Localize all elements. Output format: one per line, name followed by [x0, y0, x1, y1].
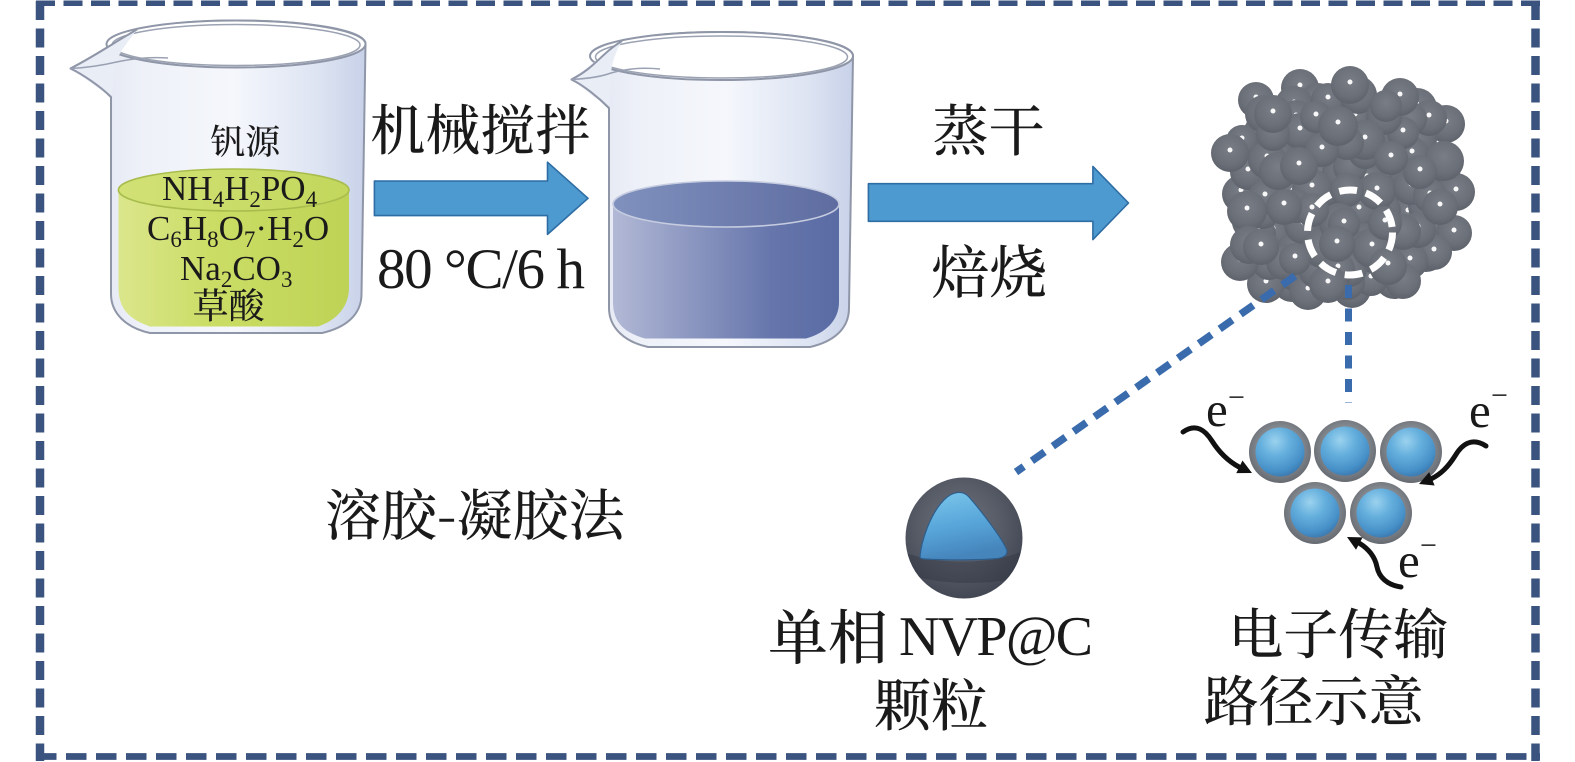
- svg-text:−: −: [1228, 381, 1245, 414]
- svg-text:e: e: [1206, 382, 1228, 437]
- svg-text:−: −: [1420, 529, 1437, 562]
- svg-text:−: −: [1491, 379, 1508, 412]
- svg-text:Na2CO3: Na2CO3: [180, 249, 292, 292]
- svg-text:NVP@C: NVP@C: [899, 606, 1093, 668]
- svg-text:e: e: [1469, 383, 1491, 438]
- svg-text:80 °C/6 h: 80 °C/6 h: [377, 238, 585, 301]
- svg-text:e: e: [1398, 533, 1420, 588]
- svg-text:NH4H2PO4: NH4H2PO4: [162, 169, 318, 212]
